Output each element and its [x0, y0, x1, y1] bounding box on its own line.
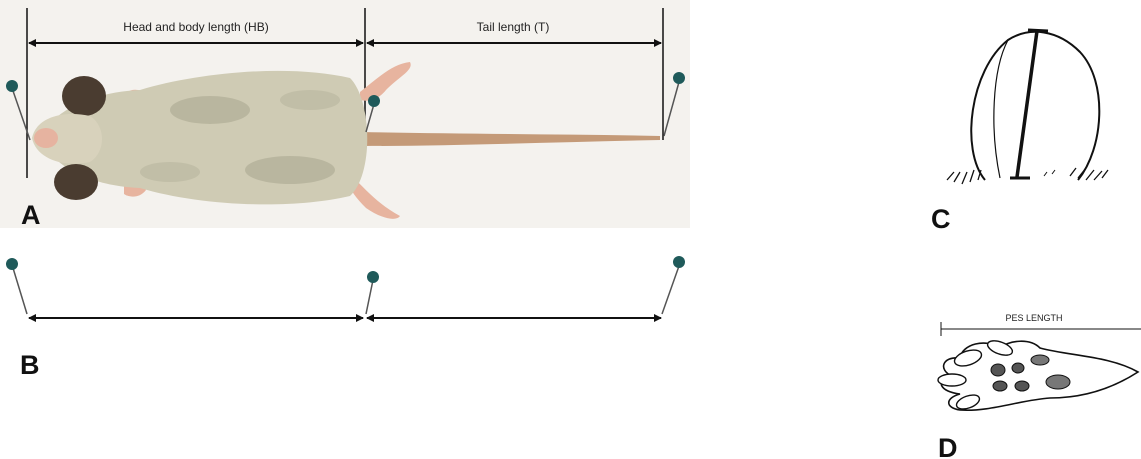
- panel-label-a: A: [21, 200, 41, 230]
- panel-a: Head and body length (HB) Tail length (T…: [0, 0, 690, 230]
- ear-sketch: [947, 30, 1108, 184]
- hb-label: Head and body length (HB): [123, 20, 268, 34]
- pin-icon: [662, 256, 685, 314]
- panel-c: C: [931, 30, 1108, 234]
- mouse-ear-lower: [54, 164, 98, 200]
- pin-icon: [6, 258, 27, 314]
- panel-label-c: C: [931, 204, 951, 234]
- panel-b: B: [6, 256, 685, 380]
- ear-measure-line: [1017, 31, 1037, 177]
- mouse-nose: [34, 128, 58, 148]
- panel-label-d: D: [938, 433, 958, 459]
- hind-foot-sketch: [938, 338, 1138, 412]
- mouse-ear-upper: [62, 76, 106, 116]
- pes-length-label: PES LENGTH: [1005, 313, 1062, 323]
- panel-d: PES LENGTH D: [938, 313, 1141, 459]
- panel-label-b: B: [20, 350, 40, 380]
- pin-icon: [366, 271, 379, 314]
- tail-label: Tail length (T): [477, 20, 550, 34]
